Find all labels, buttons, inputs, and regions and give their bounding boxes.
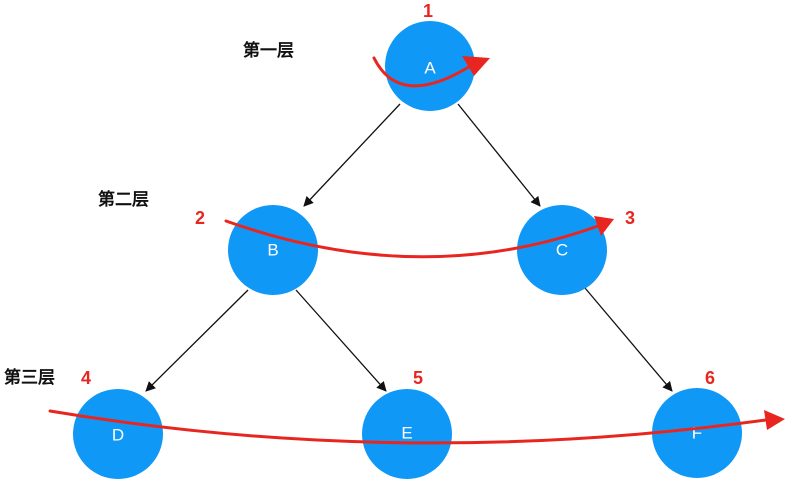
- traverse-arrow-level-1: [372, 56, 490, 88]
- node-f-circle: [652, 388, 742, 478]
- node-a-label: A: [424, 59, 436, 78]
- node-b[interactable]: B: [228, 205, 318, 295]
- node-e[interactable]: E: [362, 389, 452, 479]
- order-label-3: 3: [625, 208, 635, 228]
- edge-b-d: [145, 289, 249, 392]
- node-e-label: E: [401, 424, 412, 443]
- order-label-5: 5: [413, 368, 423, 388]
- node-d[interactable]: D: [73, 389, 163, 479]
- node-d-label: D: [112, 426, 124, 445]
- node-b-label: B: [267, 241, 278, 260]
- traverse-arrowhead-level-3: [764, 410, 785, 430]
- node-a-circle: [385, 21, 475, 111]
- node-c-circle: [517, 205, 607, 295]
- order-label-2: 2: [195, 208, 205, 228]
- node-f[interactable]: F: [652, 388, 742, 478]
- order-label-6: 6: [705, 368, 715, 388]
- node-f-label: F: [692, 424, 702, 443]
- traverse-arrowhead-level-1: [462, 56, 490, 76]
- traverse-path-level-3: [48, 409, 768, 445]
- order-label-1: 1: [423, 1, 433, 21]
- node-e-circle: [362, 389, 452, 479]
- traverse-path-level-2: [224, 219, 600, 259]
- traverse-arrow-level-3: [48, 409, 785, 445]
- node-b-circle: [228, 205, 318, 295]
- edge-a-b: [303, 103, 401, 207]
- traverse-arrow-level-2: [224, 216, 614, 259]
- level-2-label: 第二层: [98, 189, 149, 210]
- level-3-label: 第三层: [4, 367, 55, 388]
- node-c[interactable]: C: [517, 205, 607, 295]
- edge-c-f: [584, 287, 673, 392]
- order-label-4: 4: [81, 368, 91, 388]
- node-a[interactable]: A: [385, 21, 475, 111]
- traverse-path-level-1: [372, 56, 474, 88]
- edge-a-c: [457, 103, 541, 207]
- edges: [145, 103, 673, 392]
- node-d-circle: [73, 389, 163, 479]
- edge-b-e: [295, 289, 387, 392]
- node-c-label: C: [556, 241, 568, 260]
- traverse-arrowhead-level-2: [594, 216, 614, 236]
- level-1-label: 第一层: [243, 40, 294, 61]
